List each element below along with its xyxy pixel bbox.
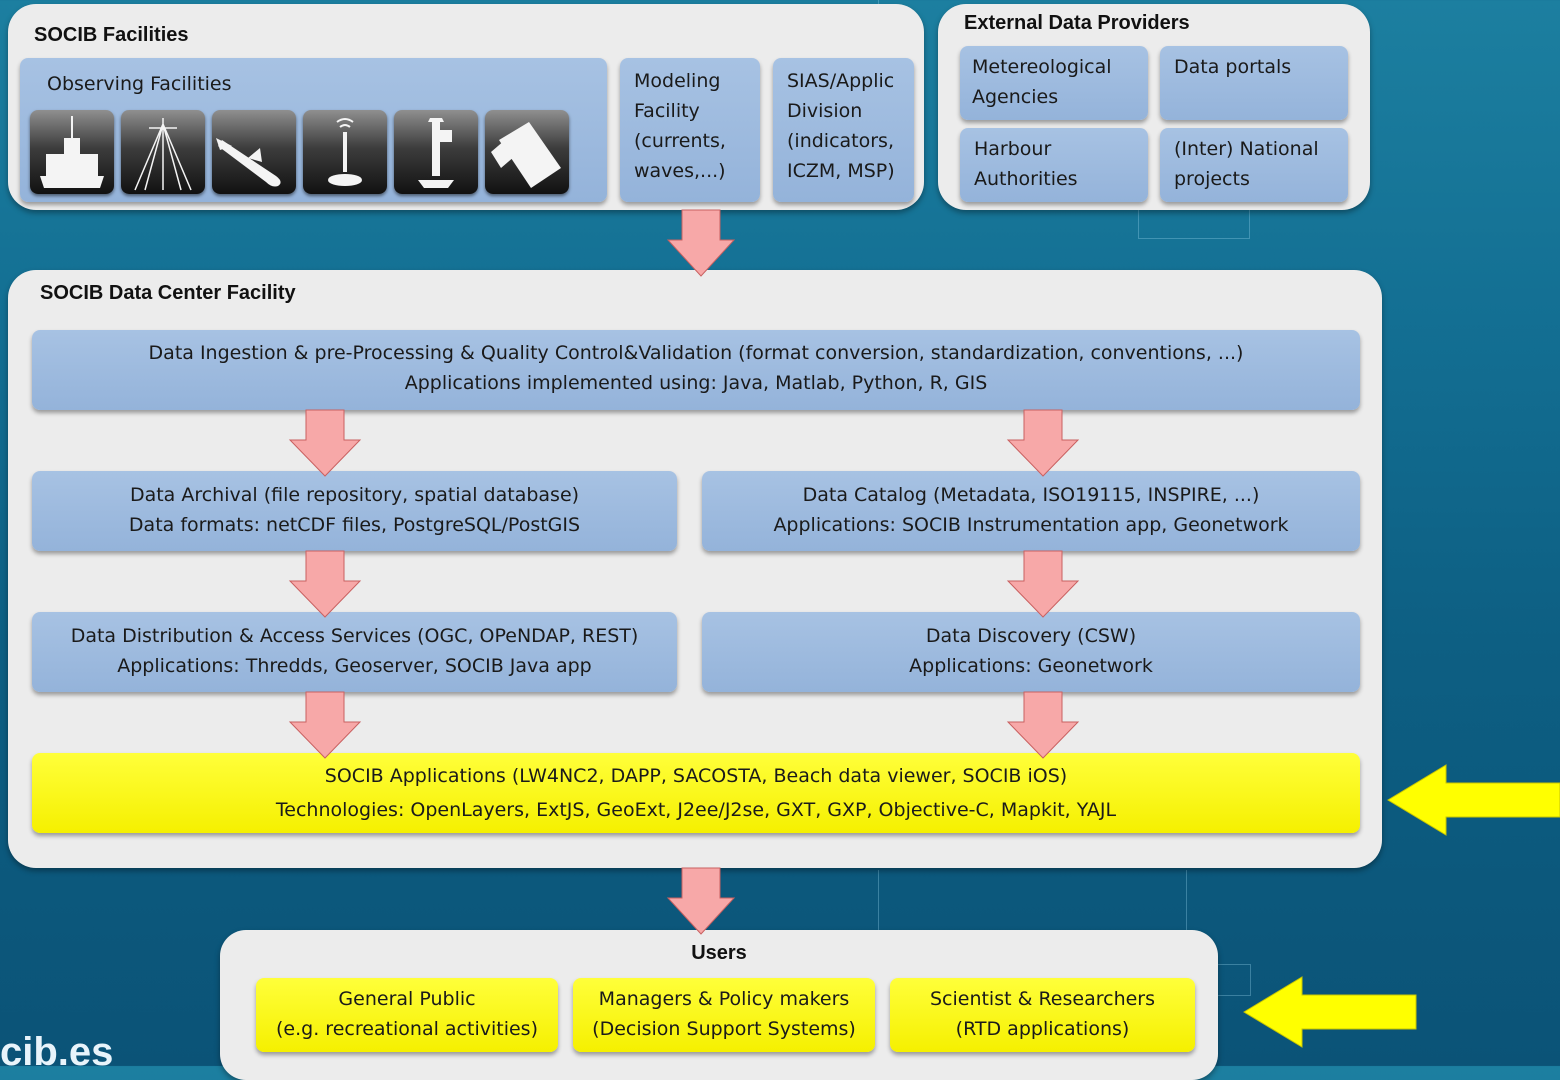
sias-division-box: SIAS/Applic Division (indicators, ICZM, … [773, 58, 914, 202]
catalog-line: Data Catalog (Metadata, ISO19115, INSPIR… [802, 484, 1260, 506]
user-line: General Public [338, 988, 476, 1010]
drifter-icon [303, 110, 387, 194]
applications-line: Technologies: OpenLayers, ExtJS, GeoExt,… [275, 799, 1117, 821]
down-arrow-archival-to-distribution [288, 550, 362, 618]
user-general-public: General Public (e.g. recreational activi… [256, 978, 558, 1052]
down-arrow-datacenter-to-users [666, 867, 736, 935]
provider-national-projects: (Inter) National projects [1160, 128, 1348, 202]
satellite-icon [485, 110, 569, 194]
user-scientists: Scientist & Researchers (RTD application… [890, 978, 1195, 1052]
ingestion-box: Data Ingestion & pre-Processing & Qualit… [32, 330, 1360, 410]
users-panel: Users General Public (e.g. recreational … [220, 930, 1218, 1080]
archival-box: Data Archival (file repository, spatial … [32, 471, 677, 551]
down-arrow-facilities-to-datacenter [666, 209, 736, 277]
glider-icon [212, 110, 296, 194]
modeling-facility-box: Modeling Facility (currents, waves,...) [620, 58, 760, 202]
sias-line: (indicators, [787, 130, 894, 152]
down-arrow-catalog-to-discovery [1006, 550, 1080, 618]
distribution-line: Applications: Thredds, Geoserver, SOCIB … [117, 655, 592, 677]
user-line: Managers & Policy makers [598, 988, 850, 1010]
sias-line: SIAS/Applic [787, 70, 895, 92]
discovery-line: Data Discovery (CSW) [925, 625, 1137, 647]
provider-harbour: Harbour Authorities [960, 128, 1148, 202]
down-arrow-distribution-to-applications [288, 691, 362, 759]
provider-meteorological: Metereological Agencies [960, 46, 1148, 120]
archival-line: Data formats: netCDF files, PostgreSQL/P… [128, 514, 581, 536]
down-arrow-ingestion-to-catalog [1006, 409, 1080, 477]
data-center-title: SOCIB Data Center Facility [40, 282, 296, 304]
hf-radar-icon [121, 110, 205, 194]
discovery-line: Applications: Geonetwork [909, 655, 1153, 677]
sias-line: Division [787, 100, 863, 122]
yellow-arrow-applications [1387, 764, 1560, 836]
user-line: (e.g. recreational activities) [276, 1018, 538, 1040]
user-line: (RTD applications) [955, 1018, 1130, 1040]
provider-line: Authorities [974, 168, 1078, 190]
provider-line: Metereological [972, 56, 1112, 78]
observing-facilities-box: Observing Facilities [20, 58, 607, 202]
users-title: Users [691, 942, 747, 964]
discovery-box: Data Discovery (CSW) Applications: Geone… [702, 612, 1360, 692]
modeling-line: Facility [634, 100, 700, 122]
buoy-icon [394, 110, 478, 194]
background-line [1218, 964, 1251, 996]
user-line: (Decision Support Systems) [592, 1018, 856, 1040]
down-arrow-ingestion-to-archival [288, 409, 362, 477]
provider-line: Agencies [972, 86, 1059, 108]
sias-line: ICZM, MSP) [787, 160, 895, 182]
provider-data-portals: Data portals [1160, 46, 1348, 120]
ship-icon [30, 110, 114, 194]
background-line [1138, 190, 1250, 239]
archival-line: Data Archival (file repository, spatial … [129, 484, 580, 506]
modeling-line: waves,...) [634, 160, 726, 182]
modeling-line: (currents, [634, 130, 726, 152]
applications-line: SOCIB Applications (LW4NC2, DAPP, SACOST… [324, 765, 1068, 787]
background-line [878, 0, 879, 6]
user-managers: Managers & Policy makers (Decision Suppo… [573, 978, 875, 1052]
socib-facilities-title: SOCIB Facilities [34, 24, 189, 46]
ingestion-line: Data Ingestion & pre-Processing & Qualit… [148, 342, 1244, 364]
external-providers-title: External Data Providers [964, 12, 1190, 34]
ingestion-line: Applications implemented using: Java, Ma… [404, 372, 988, 394]
socib-applications-box: SOCIB Applications (LW4NC2, DAPP, SACOST… [32, 753, 1360, 833]
user-line: Scientist & Researchers [929, 988, 1156, 1010]
down-arrow-discovery-to-applications [1006, 691, 1080, 759]
catalog-line: Applications: SOCIB Instrumentation app,… [773, 514, 1289, 536]
provider-line: (Inter) National [1174, 138, 1319, 160]
yellow-arrow-users [1243, 976, 1417, 1048]
background-line [878, 870, 879, 930]
provider-line: projects [1174, 168, 1250, 190]
modeling-line: Modeling [634, 70, 721, 92]
observing-facilities-label: Observing Facilities [47, 73, 232, 95]
socib-facilities-panel: SOCIB Facilities Observing Facilities [8, 4, 924, 210]
background-line [1186, 870, 1187, 930]
provider-line: Harbour [974, 138, 1052, 160]
provider-line: Data portals [1174, 56, 1292, 78]
observing-icons-row [30, 110, 569, 194]
catalog-box: Data Catalog (Metadata, ISO19115, INSPIR… [702, 471, 1360, 551]
distribution-box: Data Distribution & Access Services (OGC… [32, 612, 677, 692]
data-center-panel: SOCIB Data Center Facility Data Ingestio… [8, 270, 1382, 868]
distribution-line: Data Distribution & Access Services (OGC… [70, 625, 639, 647]
external-providers-panel: External Data Providers Metereological A… [938, 4, 1370, 210]
